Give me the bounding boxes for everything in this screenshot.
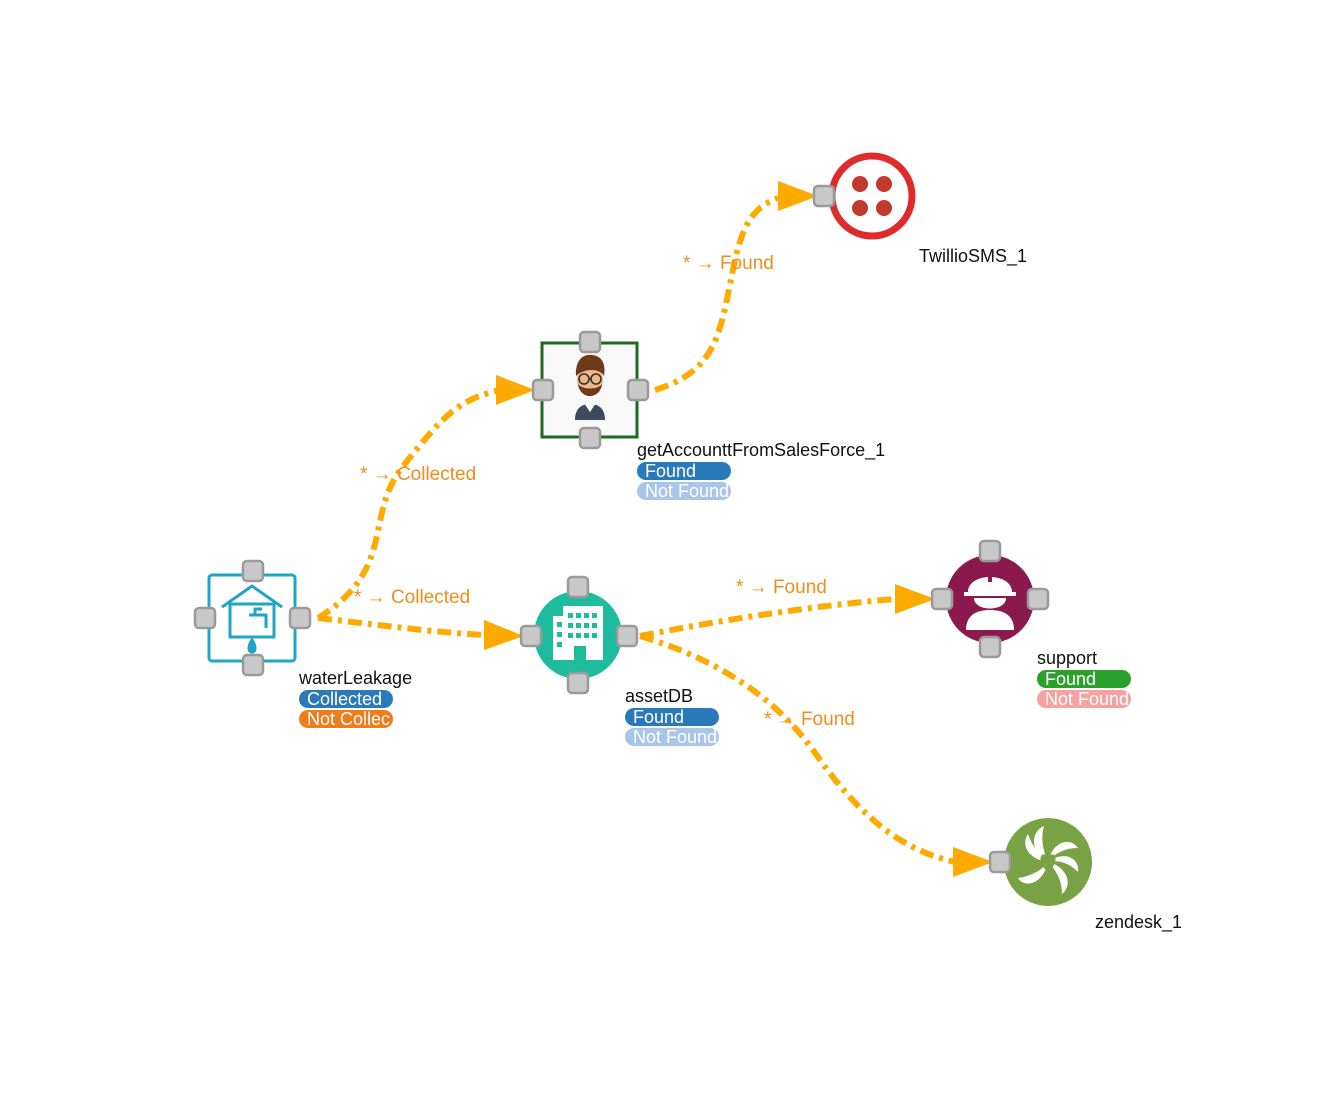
building-icon — [553, 606, 603, 660]
port-handle[interactable] — [930, 587, 954, 611]
twilio-logo-icon — [852, 176, 892, 216]
port-handle[interactable] — [241, 653, 265, 677]
status-badge-collected[interactable]: Collected — [299, 690, 393, 708]
edge-arrowhead — [778, 181, 818, 211]
edge-label: * → Found — [683, 253, 774, 274]
port-handle[interactable] — [978, 539, 1002, 563]
node-label-assetdb: assetDB — [625, 686, 694, 706]
node-zendesk[interactable] — [1004, 818, 1092, 906]
status-badge-not-found[interactable]: Not Found — [625, 728, 719, 746]
status-badge-not-collected[interactable]: Not Collec — [299, 710, 393, 728]
port-handle[interactable] — [193, 606, 217, 630]
edge-label: * → Collected — [354, 587, 470, 608]
port-handle[interactable] — [988, 850, 1012, 874]
status-badge-found[interactable]: Found — [625, 708, 719, 726]
worker-helmet-icon — [964, 572, 1016, 630]
edge-label: * → Found — [736, 577, 827, 598]
zendesk-logo-icon — [1018, 826, 1079, 894]
edge-label: * → Collected — [360, 464, 476, 485]
node-getaccountt-from-salesforce[interactable] — [540, 341, 639, 439]
port-handle[interactable] — [578, 426, 602, 450]
edge-arrowhead — [484, 620, 524, 650]
port-handle[interactable] — [531, 378, 555, 402]
node-assetdb[interactable] — [534, 591, 622, 679]
edge-label: * → Found — [764, 709, 855, 730]
status-badge-not-found[interactable]: Not Found — [1037, 690, 1131, 708]
house-faucet-icon — [221, 584, 283, 654]
edge-waterleakage-assetdb[interactable] — [317, 615, 486, 638]
edge-labels: * → Collected * → Collected * → Found * … — [354, 253, 855, 730]
port-handle[interactable] — [615, 624, 639, 648]
status-badge-found[interactable]: Found — [637, 462, 731, 480]
node-label-zendesk: zendesk_1 — [1095, 912, 1183, 932]
status-badge-not-found[interactable]: Not Found — [637, 482, 731, 500]
port-handle[interactable] — [626, 378, 650, 402]
edge-assetdb-zendesk[interactable] — [639, 633, 956, 865]
port-handle[interactable] — [566, 575, 590, 599]
edge-assetdb-support[interactable] — [639, 596, 896, 639]
node-label-salesforce: getAccounttFromSalesForce_1 — [637, 440, 886, 460]
port-handle[interactable] — [812, 184, 836, 208]
edges — [316, 181, 993, 877]
edge-arrowhead — [895, 584, 935, 614]
edge-waterleakage-salesforce[interactable] — [316, 387, 501, 621]
node-waterleakage[interactable] — [207, 573, 297, 663]
node-label-twilio: TwillioSMS_1 — [919, 246, 1028, 266]
port-handle[interactable] — [519, 624, 543, 648]
edge-arrowhead — [496, 375, 535, 405]
port-handle[interactable] — [288, 606, 312, 630]
status-badge-found[interactable]: Found — [1037, 670, 1131, 688]
node-label-support: support — [1037, 648, 1098, 668]
port-handle[interactable] — [241, 559, 265, 583]
port-handle[interactable] — [978, 635, 1002, 659]
edge-salesforce-twilio[interactable] — [654, 195, 780, 393]
node-support[interactable] — [946, 555, 1034, 643]
port-handle[interactable] — [1026, 587, 1050, 611]
port-handle[interactable] — [578, 330, 602, 354]
node-twilio-sms[interactable] — [828, 152, 916, 240]
port-handles — [193, 184, 1050, 874]
user-avatar-icon — [575, 354, 605, 420]
node-label-waterleakage: waterLeakage — [299, 668, 413, 688]
port-handle[interactable] — [566, 671, 590, 695]
edge-arrowhead — [953, 847, 993, 877]
